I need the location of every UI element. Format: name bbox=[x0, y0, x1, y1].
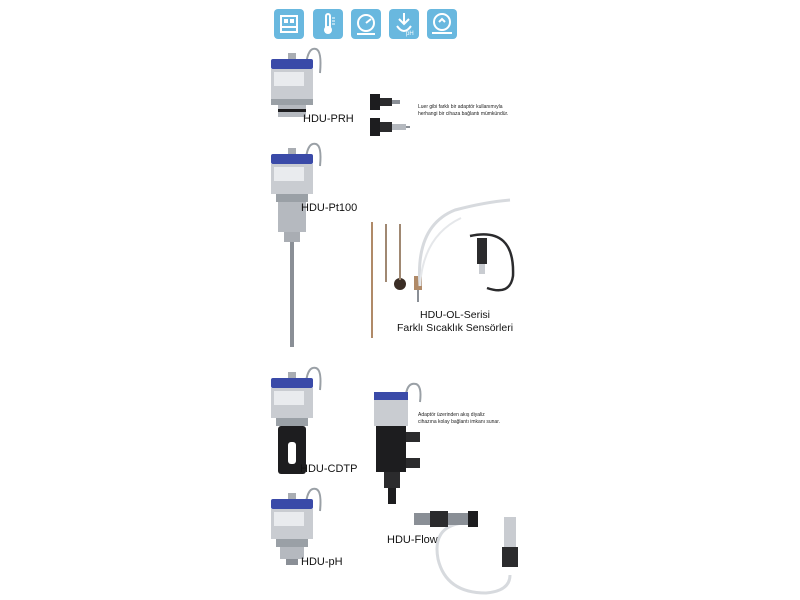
hdu-flow-sensor bbox=[412, 505, 522, 597]
temperature-icon bbox=[313, 9, 343, 39]
cdtp-flow-adaptor bbox=[370, 382, 430, 512]
luer-note: Luer gibi farklı bir adaptör kullanımıyl… bbox=[418, 104, 509, 117]
luer-adaptor-bottom bbox=[368, 116, 412, 138]
hdu-ol-title: HDU-OL-Serisi Farklı Sıcaklık Sensörleri bbox=[395, 309, 515, 335]
hdu-prh-label: HDU-PRH bbox=[303, 113, 354, 125]
hdu-cdtp-sensor bbox=[268, 366, 328, 481]
pressure-icon bbox=[274, 9, 304, 39]
hdu-ol-title-line1: HDU-OL-Serisi bbox=[419, 309, 490, 321]
adaptor-note: Adaptör üzerinden akış diyaliz cihazına … bbox=[418, 412, 500, 425]
hdu-ph-label: HDU-pH bbox=[301, 556, 343, 568]
hdu-pt100-label: HDU-Pt100 bbox=[301, 202, 358, 214]
temperature-probes bbox=[362, 220, 432, 342]
ph-icon: pH bbox=[389, 9, 419, 39]
hdu-flow-label: HDU-Flow bbox=[387, 534, 438, 546]
svg-text:pH: pH bbox=[406, 31, 414, 37]
luer-adaptor-top bbox=[368, 92, 408, 112]
flow-icon bbox=[427, 9, 457, 39]
ol-cable-sensor bbox=[415, 196, 520, 306]
hdu-pt100-sensor bbox=[268, 142, 328, 352]
hdu-prh-sensor bbox=[268, 47, 328, 127]
gauge-icon bbox=[351, 9, 381, 39]
hdu-ol-title-line2: Farklı Sıcaklık Sensörleri bbox=[396, 322, 514, 334]
hdu-ph-sensor bbox=[268, 487, 328, 567]
hdu-cdtp-label: HDU-CDTP bbox=[300, 463, 358, 475]
